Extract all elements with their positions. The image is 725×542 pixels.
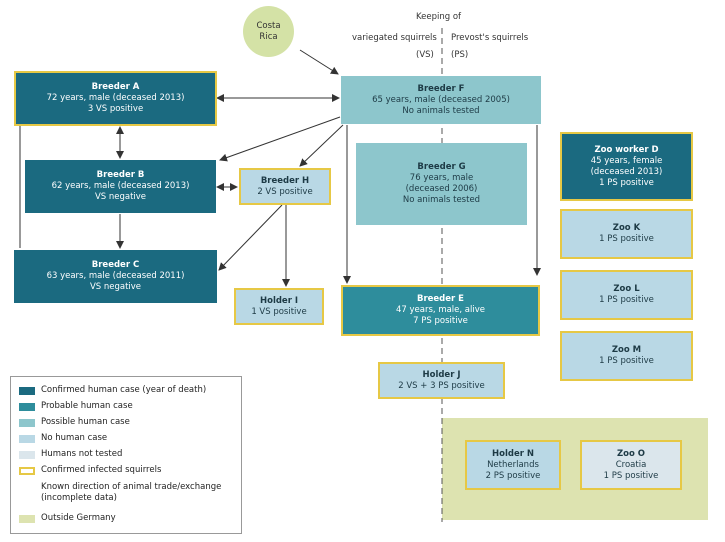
legend-label-confirmed: Confirmed human case (year of death) — [41, 385, 207, 395]
breeder-e-line-1: 47 years, male, alive — [396, 305, 485, 315]
zoo-l-title: Zoo L — [613, 284, 640, 294]
breeder-a-box: Breeder A 72 years, male (deceased 2013)… — [14, 71, 217, 126]
legend-swatch-probable — [19, 403, 35, 411]
zoo-m-box: Zoo M 1 PS positive — [560, 331, 693, 381]
breeder-g-line-3: No animals tested — [402, 195, 481, 205]
header-vs-abbr: (VS) — [416, 50, 434, 60]
legend-swatch-infected — [19, 467, 35, 475]
header-keeping-of: Keeping of — [416, 12, 462, 22]
arrow-costarica-f — [299, 49, 339, 75]
breeder-a-line-1: 72 years, male (deceased 2013) — [46, 93, 185, 103]
zoo-k-box: Zoo K 1 PS positive — [560, 209, 693, 259]
breeder-b-box: Breeder B 62 years, male (deceased 2013)… — [25, 160, 216, 213]
breeder-b-title: Breeder B — [96, 170, 145, 180]
holder-n-line-2: 2 PS positive — [485, 470, 541, 481]
zoo-l-line-1: 1 PS positive — [599, 295, 654, 305]
breeder-f-box: Breeder F 65 years, male (deceased 2005)… — [341, 76, 541, 124]
zoo-worker-d-line-3: 1 PS positive — [599, 177, 654, 188]
zoo-worker-d-box: Zoo worker D 45 years, female (deceased … — [560, 132, 693, 201]
legend-label-infected: Confirmed infected squirrels — [41, 465, 162, 475]
zoo-k-title: Zoo K — [612, 223, 641, 233]
holder-n-box: Holder N Netherlands 2 PS positive — [465, 440, 561, 490]
breeder-a-line-2: 3 VS positive — [87, 104, 144, 114]
breeder-b-line-1: 62 years, male (deceased 2013) — [51, 181, 190, 191]
legend-label-not-tested: Humans not tested — [41, 449, 123, 459]
header-ps: Prevost's squirrels — [451, 33, 529, 43]
zoo-k-line-1: 1 PS positive — [599, 234, 654, 244]
arrow-h-c — [218, 204, 283, 271]
zoo-o-line-1: Croatia — [615, 459, 647, 470]
legend-label-probable: Probable human case — [41, 401, 133, 411]
breeder-h-box: Breeder H 2 VS positive — [239, 168, 331, 205]
legend-swatch-confirmed — [19, 387, 35, 395]
legend: Confirmed human case (year of death) Pro… — [10, 376, 242, 534]
breeder-a-title: Breeder A — [91, 82, 140, 92]
costa-rica-circle: Costa Rica — [243, 6, 294, 57]
legend-label-trade-2: (incomplete data) — [41, 493, 117, 503]
breeder-c-title: Breeder C — [91, 260, 140, 270]
breeder-e-box: Breeder E 47 years, male, alive 7 PS pos… — [341, 285, 540, 336]
header-vs: variegated squirrels — [352, 33, 437, 43]
breeder-e-title: Breeder E — [416, 294, 464, 304]
legend-label-no-case: No human case — [41, 433, 108, 443]
legend-label-trade: Known direction of animal trade/exchange — [41, 482, 222, 492]
legend-swatch-possible — [19, 419, 35, 427]
breeder-g-line-1: 76 years, male — [409, 173, 474, 183]
holder-i-box: Holder I 1 VS positive — [234, 288, 324, 325]
breeder-g-title: Breeder G — [417, 162, 466, 172]
zoo-m-line-1: 1 PS positive — [599, 356, 654, 366]
arrow-f-h — [299, 124, 344, 167]
zoo-m-title: Zoo M — [611, 345, 642, 355]
zoo-o-title: Zoo O — [616, 448, 646, 459]
zoo-worker-d-line-2: (deceased 2013) — [590, 166, 663, 177]
breeder-e-line-2: 7 PS positive — [413, 316, 468, 326]
holder-j-box: Holder J 2 VS + 3 PS positive — [378, 362, 505, 399]
zoo-o-line-2: 1 PS positive — [603, 470, 659, 481]
breeder-f-line-2: No animals tested — [402, 105, 480, 116]
breeder-c-line-2: VS negative — [89, 282, 142, 292]
breeder-c-box: Breeder C 63 years, male (deceased 2011)… — [14, 250, 217, 303]
legend-label-possible: Possible human case — [41, 417, 130, 427]
zoo-worker-d-line-1: 45 years, female — [590, 155, 663, 166]
legend-label-outside-germany: Outside Germany — [41, 513, 116, 523]
breeder-f-line-1: 65 years, male (deceased 2005) — [372, 94, 510, 105]
legend-swatch-not-tested — [19, 451, 35, 459]
zoo-l-box: Zoo L 1 PS positive — [560, 270, 693, 320]
legend-swatch-no-case — [19, 435, 35, 443]
holder-n-line-1: Netherlands — [487, 459, 539, 470]
breeder-b-line-2: VS negative — [94, 192, 147, 202]
breeder-f-title: Breeder F — [417, 83, 465, 94]
costa-rica-label: Costa Rica — [256, 20, 281, 42]
breeder-g-line-2: (deceased 2006) — [405, 184, 478, 194]
breeder-c-line-1: 63 years, male (deceased 2011) — [46, 271, 185, 281]
holder-n-title: Holder N — [492, 448, 534, 459]
breeder-g-box: Breeder G 76 years, male (deceased 2006)… — [356, 143, 527, 225]
holder-i-line-1: 1 VS positive — [251, 306, 307, 317]
holder-i-title: Holder I — [259, 295, 299, 306]
arrow-f-b — [219, 116, 341, 162]
holder-j-title: Holder J — [422, 369, 461, 380]
breeder-h-title: Breeder H — [260, 175, 310, 186]
breeder-h-line-1: 2 VS positive — [257, 186, 313, 197]
header-ps-abbr: (PS) — [451, 50, 469, 60]
zoo-worker-d-title: Zoo worker D — [594, 144, 659, 155]
legend-swatch-outside-germany — [19, 515, 35, 523]
holder-j-line-1: 2 VS + 3 PS positive — [398, 380, 485, 391]
zoo-o-box: Zoo O Croatia 1 PS positive — [580, 440, 682, 490]
